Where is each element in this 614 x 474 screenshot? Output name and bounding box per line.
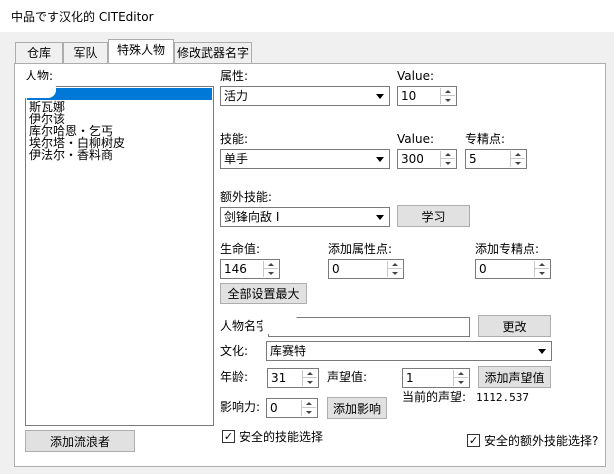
extra-skill-select[interactable]: 剑锋向敌 I xyxy=(220,207,390,227)
extra-skill-label: 额外技能: xyxy=(220,190,273,204)
age-label: 年龄: xyxy=(220,370,249,384)
culture-label: 文化: xyxy=(220,344,249,358)
current-reputation-label: 当前的声望: xyxy=(402,390,467,404)
spinner-arrows-icon[interactable] xyxy=(440,151,455,167)
add-attr-points-value: 0 xyxy=(332,262,340,276)
add-mastery-points-spinner[interactable]: 0 xyxy=(475,259,551,279)
character-name-label: 人物名字 xyxy=(220,319,269,333)
list-item[interactable]: 埃尔塔・白柳树皮 xyxy=(29,136,126,150)
chevron-down-icon xyxy=(534,343,550,359)
tab-rename-weapons[interactable]: 修改武器名字 xyxy=(174,42,252,63)
age-value: 31 xyxy=(271,371,287,385)
culture-selected-value: 库赛特 xyxy=(270,344,307,358)
safe-extra-skill-label: 安全的额外技能选择? xyxy=(484,434,599,448)
spinner-arrows-icon[interactable] xyxy=(510,151,525,167)
mastery-label: 专精点: xyxy=(465,132,506,146)
spinner-arrows-icon[interactable] xyxy=(387,261,402,277)
tab-warehouse[interactable]: 仓库 xyxy=(15,42,63,63)
list-item[interactable]: 库尔哈恩・乞丐 xyxy=(29,124,114,138)
attribute-selected-value: 活力 xyxy=(224,89,249,103)
skill-value: 300 xyxy=(401,152,424,166)
chevron-down-icon xyxy=(372,151,388,167)
skill-select[interactable]: 单手 xyxy=(220,149,390,169)
skill-value-spinner[interactable]: 300 xyxy=(397,149,457,169)
spinner-arrows-icon[interactable] xyxy=(453,370,468,386)
reputation-label: 声望值: xyxy=(327,370,368,384)
spinner-arrows-icon[interactable] xyxy=(440,88,455,104)
check-mark-icon[interactable]: ✓ xyxy=(222,430,235,443)
list-item[interactable]: 斯瓦娜 xyxy=(29,100,66,114)
check-mark-icon[interactable]: ✓ xyxy=(467,434,480,447)
mastery-spinner[interactable]: 5 xyxy=(465,149,527,169)
tab-special-characters[interactable]: 特殊人物 xyxy=(108,39,174,63)
influence-value: 0 xyxy=(270,401,278,415)
characters-list[interactable]: 斯瓦娜 伊尔该 库尔哈恩・乞丐 埃尔塔・白柳树皮 伊法尔・香料商 xyxy=(25,86,214,426)
characters-label: 人物: xyxy=(25,69,54,83)
extra-skill-selected-value: 剑锋向敌 I xyxy=(224,210,280,224)
learn-button[interactable]: 学习 xyxy=(397,205,470,227)
safe-extra-skill-checkbox[interactable]: ✓ 安全的额外技能选择? xyxy=(467,432,598,449)
change-name-button[interactable]: 更改 xyxy=(478,315,551,337)
redaction-mark xyxy=(262,316,300,334)
chevron-down-icon xyxy=(372,209,388,225)
add-mastery-points-value: 0 xyxy=(479,262,487,276)
attribute-value: 10 xyxy=(401,89,417,103)
reputation-value: 1 xyxy=(406,371,414,385)
hp-label: 生命值: xyxy=(220,242,261,256)
skill-label: 技能: xyxy=(220,132,249,146)
attribute-value-spinner[interactable]: 10 xyxy=(397,86,457,106)
chevron-down-icon xyxy=(372,88,388,104)
set-all-max-button[interactable]: 全部设置最大 xyxy=(220,283,307,304)
hp-spinner[interactable]: 146 xyxy=(220,259,280,279)
add-attr-points-spinner[interactable]: 0 xyxy=(328,259,404,279)
redaction-mark xyxy=(18,80,56,98)
attribute-value-label: Value: xyxy=(397,69,434,83)
skill-value-label: Value: xyxy=(397,132,434,146)
spinner-arrows-icon[interactable] xyxy=(263,261,278,277)
spinner-arrows-icon[interactable] xyxy=(534,261,549,277)
attribute-select[interactable]: 活力 xyxy=(220,86,390,106)
attribute-label: 属性: xyxy=(220,69,249,83)
title-bar xyxy=(0,0,614,32)
influence-spinner[interactable]: 0 xyxy=(266,398,318,418)
culture-select[interactable]: 库赛特 xyxy=(266,341,552,361)
add-wanderer-button[interactable]: 添加流浪者 xyxy=(25,430,135,452)
list-selection-highlight xyxy=(27,88,212,100)
reputation-spinner[interactable]: 1 xyxy=(402,368,470,388)
spinner-arrows-icon[interactable] xyxy=(301,400,316,416)
mastery-value: 5 xyxy=(469,152,477,166)
skill-selected-value: 单手 xyxy=(224,152,249,166)
add-reputation-button[interactable]: 添加声望值 xyxy=(478,366,551,388)
spinner-arrows-icon[interactable] xyxy=(302,370,317,386)
list-item[interactable]: 伊法尔・香料商 xyxy=(29,148,114,162)
safe-skill-label: 安全的技能选择 xyxy=(239,430,324,444)
age-spinner[interactable]: 31 xyxy=(267,368,319,388)
add-influence-button[interactable]: 添加影响 xyxy=(327,397,387,419)
hp-value: 146 xyxy=(224,262,247,276)
current-reputation-value: 1112.537 xyxy=(476,391,529,404)
list-item[interactable]: 伊尔该 xyxy=(29,112,66,126)
tab-army[interactable]: 军队 xyxy=(63,42,108,63)
add-attr-points-label: 添加属性点: xyxy=(328,242,393,256)
influence-label: 影响力: xyxy=(220,400,261,414)
safe-skill-checkbox[interactable]: ✓ 安全的技能选择 xyxy=(222,428,323,445)
add-mastery-points-label: 添加专精点: xyxy=(475,242,540,256)
window-title: 中品です汉化的 CITEditor xyxy=(11,10,154,24)
